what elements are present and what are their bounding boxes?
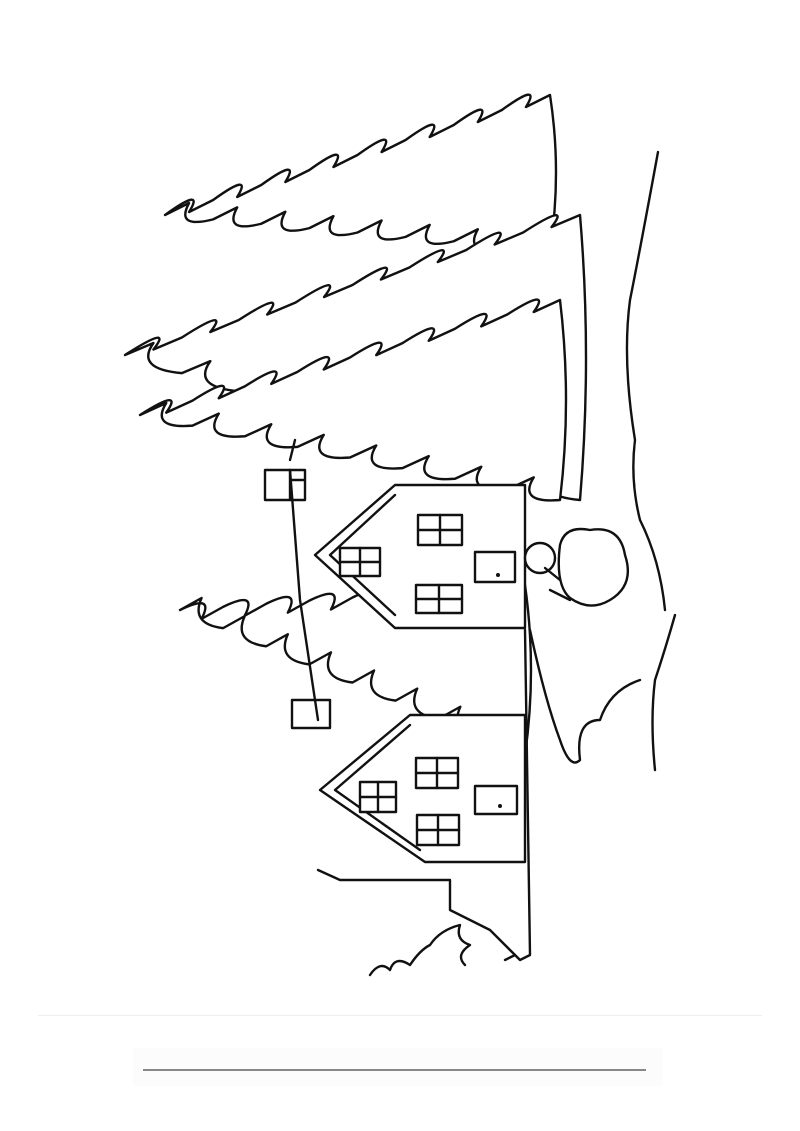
house-lower xyxy=(290,698,527,864)
window xyxy=(358,780,398,814)
window xyxy=(414,756,460,790)
chimney xyxy=(263,468,307,502)
window xyxy=(415,813,461,847)
door xyxy=(473,784,519,816)
window xyxy=(414,583,464,615)
house-ground-line xyxy=(288,438,532,962)
bush xyxy=(368,923,517,977)
door xyxy=(473,550,517,584)
chimney xyxy=(290,698,332,730)
fir-tree xyxy=(163,93,558,254)
fir-tree xyxy=(138,298,568,502)
window xyxy=(416,513,464,547)
house-upper xyxy=(263,468,527,630)
snow-ground xyxy=(528,150,677,772)
footer-strip xyxy=(133,1048,663,1086)
snowman xyxy=(523,527,630,607)
page-divider xyxy=(38,1015,762,1016)
trees xyxy=(123,93,588,757)
footer-rule xyxy=(143,1069,646,1071)
window xyxy=(338,546,382,578)
